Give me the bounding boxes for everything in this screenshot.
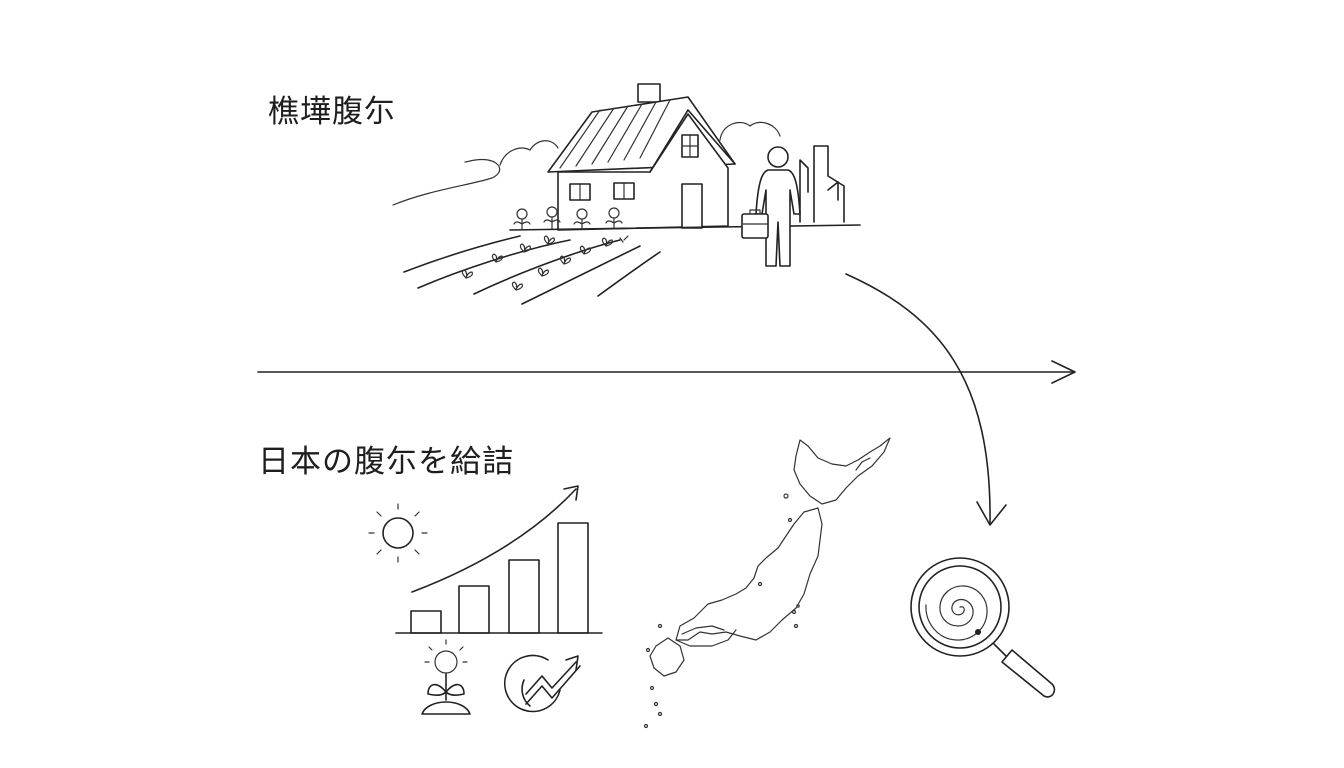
flowers-icon <box>513 206 623 231</box>
farm-field-icon <box>403 235 661 305</box>
curved-arrow-icon <box>845 273 1007 526</box>
top-label: 樵墷腹尓 <box>268 94 396 130</box>
bar-chart-icon <box>395 485 603 634</box>
bottom-label: 日本の腹尓を給詰 <box>258 444 514 480</box>
japan-map-icon <box>643 437 891 729</box>
farmhouse-icon <box>509 83 861 231</box>
businessperson-icon <box>741 146 801 267</box>
sprout-icon <box>421 639 471 715</box>
sun-icon <box>368 503 428 563</box>
growth-cycle-icon <box>503 654 581 713</box>
magnifier-icon <box>910 557 1056 698</box>
timeline-arrow-icon <box>257 360 1076 384</box>
hills-icon <box>392 121 781 206</box>
factory-icon <box>799 145 845 223</box>
